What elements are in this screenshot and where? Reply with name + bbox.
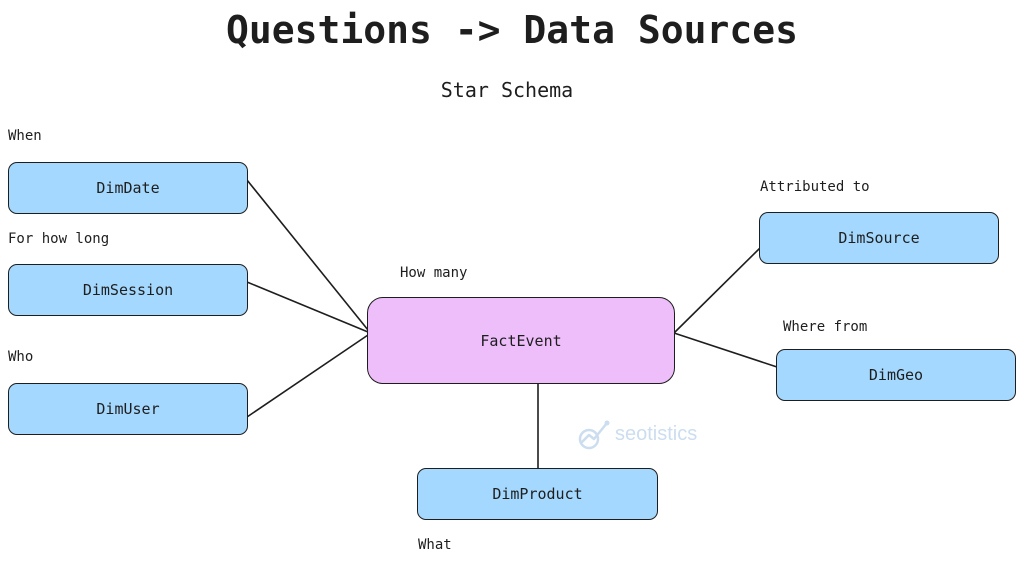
node-dim-date-label: DimDate [96, 179, 160, 197]
node-dim-date[interactable]: DimDate [8, 162, 248, 214]
node-dim-user[interactable]: DimUser [8, 383, 248, 435]
connector-session-fact [246, 281, 369, 333]
node-dim-source-label: DimSource [838, 229, 920, 247]
node-dim-geo[interactable]: DimGeo [776, 349, 1016, 401]
watermark: seotistics [577, 417, 697, 451]
watermark-text: seotistics [615, 422, 698, 445]
connector-source-fact [673, 247, 761, 334]
seotistics-logo-icon [578, 420, 610, 450]
node-fact-event-label: FactEvent [480, 331, 562, 350]
question-what: What [418, 537, 452, 553]
node-dim-product-label: DimProduct [492, 485, 583, 503]
question-who: Who [8, 349, 34, 365]
question-for-how-long: For how long [8, 231, 110, 247]
node-dim-user-label: DimUser [96, 400, 160, 418]
connector-geo-fact [673, 332, 778, 368]
node-dim-session[interactable]: DimSession [8, 264, 248, 316]
connector-user-fact [246, 334, 369, 418]
node-dim-product[interactable]: DimProduct [417, 468, 658, 520]
page-title: Questions -> Data Sources [226, 8, 798, 52]
question-when: When [8, 128, 42, 144]
question-how-many: How many [400, 265, 468, 281]
question-attributed-to: Attributed to [760, 179, 870, 195]
connector-date-fact [246, 179, 369, 331]
node-fact-event[interactable]: FactEvent [367, 297, 675, 384]
node-dim-source[interactable]: DimSource [759, 212, 999, 264]
question-where-from: Where from [783, 319, 868, 335]
node-dim-geo-label: DimGeo [868, 366, 924, 384]
node-dim-session-label: DimSession [82, 281, 174, 299]
diagram-subtitle: Star Schema [440, 78, 574, 102]
